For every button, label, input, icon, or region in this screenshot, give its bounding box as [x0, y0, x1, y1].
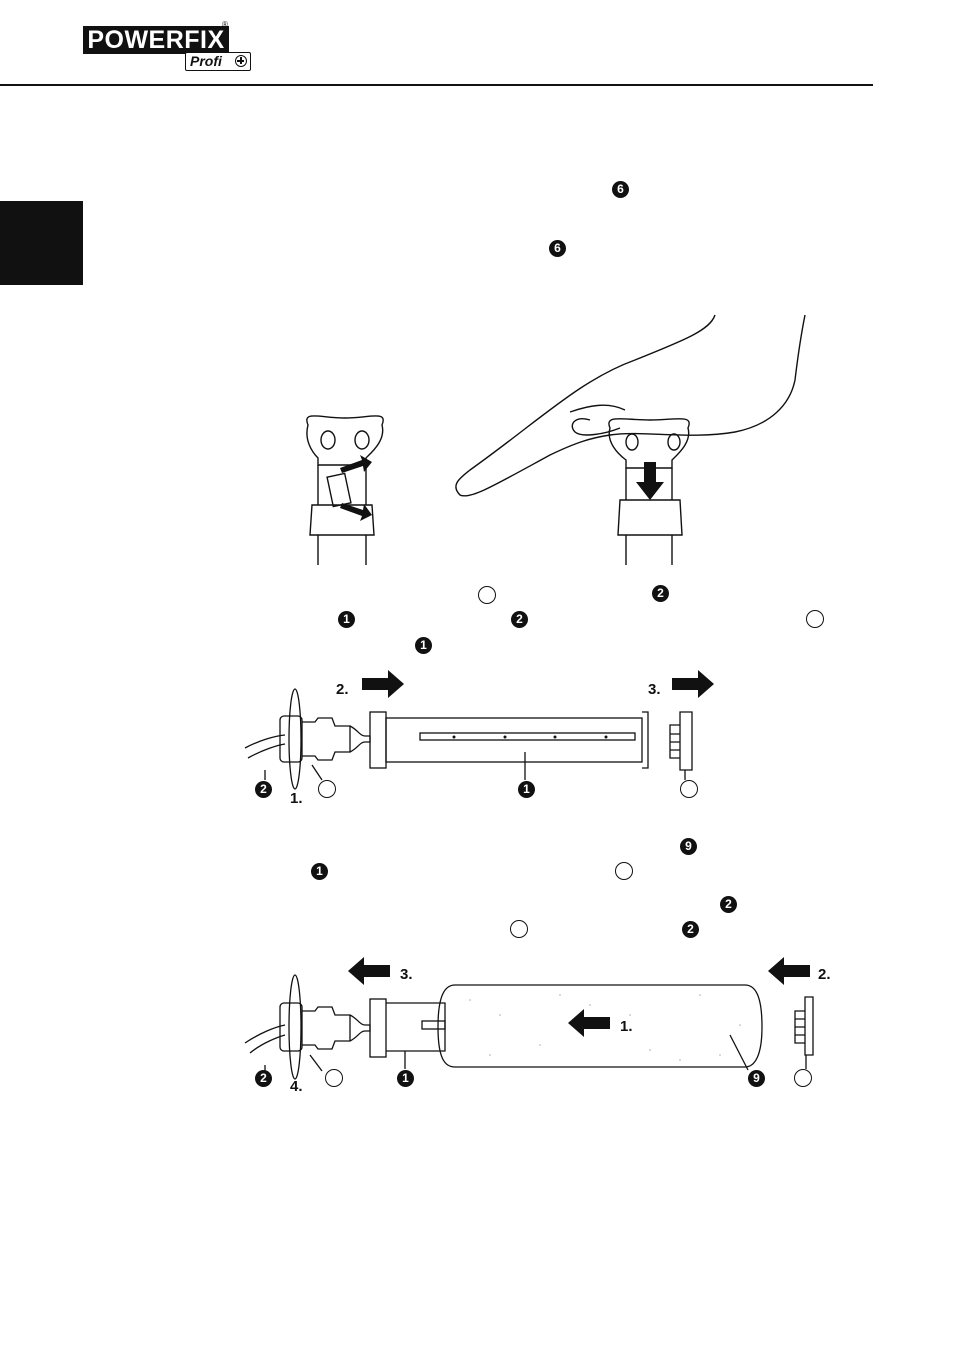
marker-2: 2 [720, 896, 737, 913]
step-label: 3. [648, 681, 661, 698]
marker-2: 2 [682, 921, 699, 938]
marker-1: 1 [397, 1070, 414, 1087]
brand-logo: POWERFIX [83, 26, 229, 54]
marker-2: 2 [511, 611, 528, 628]
marker-6: 6 [612, 181, 629, 198]
brand-sublogo: Profi [185, 52, 251, 71]
marker-1: 1 [311, 863, 328, 880]
registered-mark: ® [222, 20, 228, 29]
header-rule [0, 84, 873, 86]
plus-icon [235, 55, 247, 67]
disassembly-diagram: 2. 3. 1. [244, 670, 714, 807]
marker-1: 1 [415, 637, 432, 654]
marker-1: 1 [518, 781, 535, 798]
marker-2: 2 [652, 585, 669, 602]
step-label: 1. [620, 1018, 633, 1035]
step-label: 2. [336, 681, 349, 698]
marker-2: 2 [255, 1070, 272, 1087]
marker-9: 9 [680, 838, 697, 855]
step-label: 4. [290, 1078, 303, 1095]
brand-sub-label: Profi [190, 53, 222, 69]
reference-circle [318, 780, 336, 798]
reference-circle [478, 586, 496, 604]
reference-circle [794, 1069, 812, 1087]
marker-6: 6 [549, 240, 566, 257]
marker-9: 9 [748, 1070, 765, 1087]
marker-2: 2 [255, 781, 272, 798]
reference-circle [806, 610, 824, 628]
assembly-diagram: 3. 2. 1. 4. [244, 957, 831, 1095]
step-label: 3. [400, 966, 413, 983]
step-label: 1. [290, 790, 303, 807]
side-tab [0, 201, 83, 285]
reference-circle [510, 920, 528, 938]
brand-name: POWERFIX [87, 26, 225, 54]
handle-illustration [306, 314, 806, 565]
reference-circle [325, 1069, 343, 1087]
reference-circle [680, 780, 698, 798]
marker-1: 1 [338, 611, 355, 628]
step-label: 2. [818, 966, 831, 983]
reference-circle [615, 862, 633, 880]
